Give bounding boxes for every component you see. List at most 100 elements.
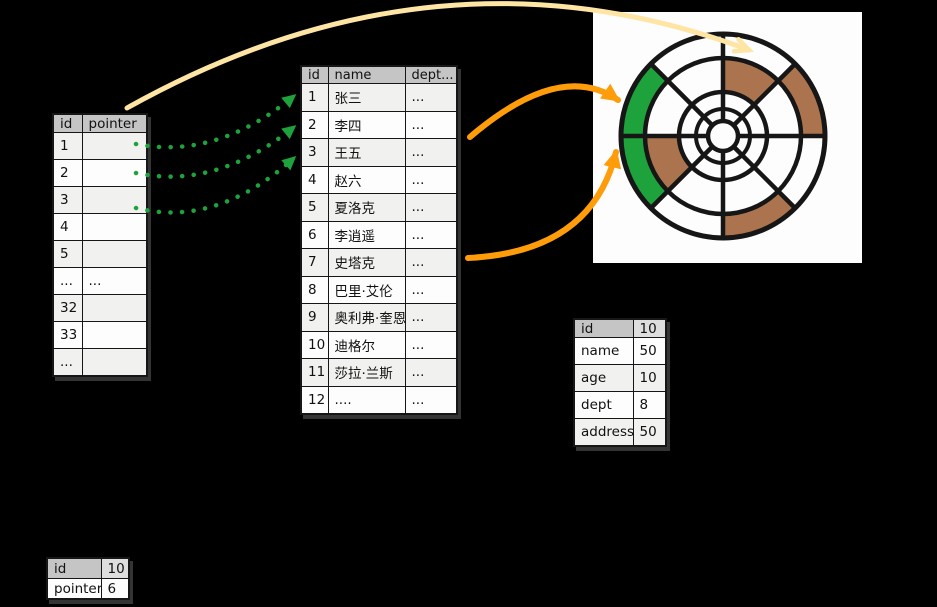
cell: 32 (52, 294, 83, 322)
cell: 李逍遥 (327, 220, 406, 249)
cell: 巴里·艾伦 (327, 275, 406, 304)
cell: 莎拉·兰斯 (327, 358, 406, 387)
cell: 10 (300, 330, 329, 359)
cell: 11 (300, 358, 329, 387)
disk-track-circle (705, 118, 741, 154)
record-to-block-arrow-bottom (465, 149, 622, 261)
table-row: 4 (52, 213, 148, 241)
cell: ... (404, 303, 458, 332)
cell: 5 (52, 240, 83, 268)
table-row: 3 (52, 186, 148, 214)
disk-block-brown (723, 191, 796, 238)
cell: ... (404, 110, 458, 139)
disk-sector-line (732, 62, 797, 127)
table-row: 1 (52, 132, 148, 160)
column-header: id (300, 65, 329, 84)
cell: age (573, 364, 634, 392)
cell: 赵六 (327, 165, 406, 194)
cell (81, 240, 148, 268)
cell: 12 (300, 385, 329, 415)
cell: 迪格尔 (327, 330, 406, 359)
cell: 8 (632, 391, 667, 419)
table-row: 32 (52, 294, 148, 322)
cell: ... (52, 348, 83, 377)
cell: 6 (100, 578, 130, 600)
cell: ... (81, 267, 148, 295)
pointer-link-arrow-1 (133, 93, 297, 150)
cell (81, 159, 148, 187)
cell: ... (404, 330, 458, 359)
cell: ... (52, 267, 83, 295)
disk-block-brown (645, 136, 692, 192)
table-row: ...... (52, 267, 148, 295)
cell: ... (404, 385, 458, 415)
disk-sector-line (649, 145, 714, 210)
cell (81, 132, 148, 160)
disk-block-brown (778, 63, 825, 136)
disk-platter (618, 31, 828, 241)
cell (81, 294, 148, 322)
cell: 6 (300, 220, 329, 249)
cell: 4 (52, 213, 83, 241)
cell: 8 (300, 275, 329, 304)
disk-sector-line (732, 145, 797, 210)
cell (81, 213, 148, 241)
cell: 史塔克 (327, 248, 406, 277)
disk-panel (593, 12, 862, 263)
cell: 张三 (327, 83, 406, 112)
cell: id (46, 557, 102, 579)
cell: ... (404, 165, 458, 194)
cell: 10 (100, 557, 130, 579)
disk-track-circle (642, 55, 804, 217)
cell: address (573, 418, 634, 447)
record-to-block-arrow-top (467, 83, 621, 140)
cell: ... (404, 248, 458, 277)
pointer-link-arrow-3 (133, 155, 297, 215)
table-row: ... (52, 348, 148, 377)
cell: .... (327, 385, 406, 415)
cell: ... (404, 83, 458, 112)
column-header: dept... (404, 65, 458, 84)
pointer-link-arrow-2 (133, 124, 297, 179)
cell: 奥利弗·奎恩 (327, 303, 406, 332)
cell: 1 (52, 132, 83, 160)
disk-track-circle (694, 107, 752, 165)
cell: 3 (300, 138, 329, 167)
column-header: pointer (81, 113, 148, 133)
table-row: 33 (52, 321, 148, 349)
cell: 1 (300, 83, 329, 112)
cell (81, 348, 148, 377)
disk-track-circle (676, 89, 770, 183)
cell: 10 (632, 364, 667, 392)
disk-block-brown (723, 58, 779, 105)
cell (81, 321, 148, 349)
column-header: id (52, 113, 83, 133)
disk-sector-line (649, 62, 714, 127)
cell: 王五 (327, 138, 406, 167)
cell: 2 (300, 110, 329, 139)
cell: 10 (632, 318, 667, 338)
cell: 4 (300, 165, 329, 194)
cell: 夏洛克 (327, 193, 406, 222)
cell: dept (573, 391, 634, 419)
cell: 33 (52, 321, 83, 349)
